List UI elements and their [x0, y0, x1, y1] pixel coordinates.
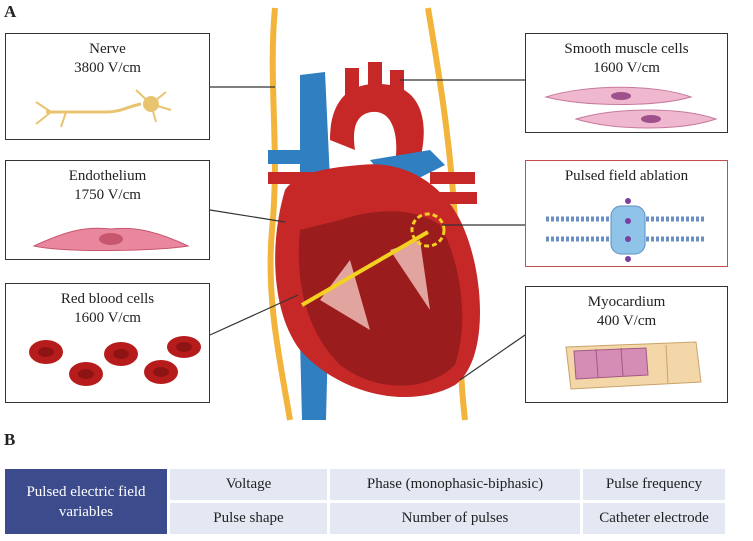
myocardium-box: Myocardium 400 V/cm: [525, 286, 728, 403]
panel-a-label: A: [4, 2, 17, 21]
smooth-muscle-cells-icon: [544, 86, 718, 129]
cell-voltage: Voltage: [170, 469, 327, 500]
myocardium-value: 400 V/cm: [596, 313, 657, 329]
pulsed-field-variables-table: Pulsed electric field variables Voltage …: [2, 466, 728, 537]
cell-phase: Phase (monophasic-biphasic): [330, 469, 580, 500]
smooth-muscle-title: Smooth muscle cells: [564, 41, 689, 57]
pulmonary-vein-right: [430, 172, 475, 184]
superior-vena-cava: [300, 72, 330, 185]
nerve-value: 3800 V/cm: [74, 60, 141, 76]
membrane-pore-icon: [546, 198, 706, 262]
cell-catheter-electrode: Catheter electrode: [583, 503, 725, 534]
panel-b-label: B: [4, 430, 16, 449]
aortic-branch-3: [390, 70, 404, 100]
endothelial-cell-icon: [32, 227, 190, 252]
phrenic-nerve-left: [267, 7, 293, 421]
pulmonary-vein-left: [268, 150, 318, 164]
endothelium-title: Endothelium: [68, 168, 147, 184]
connector-endothelium: [209, 209, 286, 223]
aortic-arch: [330, 83, 424, 165]
pfa-title: Pulsed field ablation: [564, 168, 689, 184]
valve-tissue: [320, 240, 430, 330]
aortic-branch-2: [368, 62, 382, 92]
catheter: [300, 230, 430, 307]
rbc-value: 1600 V/cm: [74, 310, 141, 326]
rbc-box: Red blood cells 1600 V/cm: [5, 283, 210, 403]
cell-pulse-frequency: Pulse frequency: [583, 469, 725, 500]
rbc-title: Red blood cells: [60, 291, 155, 307]
nerve-box: Nerve 3800 V/cm: [5, 33, 210, 140]
nerve-title: Nerve: [89, 41, 126, 57]
smooth-muscle-box: Smooth muscle cells 1600 V/cm: [525, 33, 728, 133]
smooth-muscle-value: 1600 V/cm: [593, 60, 660, 76]
cardiomyocytes-icon: [565, 341, 702, 390]
heart-illustration: [209, 7, 526, 421]
pfa-box: Pulsed field ablation: [525, 160, 728, 267]
endothelium-value: 1750 V/cm: [74, 187, 141, 203]
table-header-cell: Pulsed electric field variables: [5, 469, 167, 534]
aortic-branch-1: [345, 68, 359, 98]
cell-number-of-pulses: Number of pulses: [330, 503, 580, 534]
cell-pulse-shape: Pulse shape: [170, 503, 327, 534]
endothelium-box: Endothelium 1750 V/cm: [5, 160, 210, 260]
connector-rbc: [209, 294, 299, 336]
neuron-icon: [35, 89, 172, 128]
ablation-target: [410, 212, 446, 248]
connector-myocardium: [459, 334, 526, 381]
myocardium-title: Myocardium: [587, 294, 666, 310]
red-blood-cells-icon: [29, 336, 201, 386]
